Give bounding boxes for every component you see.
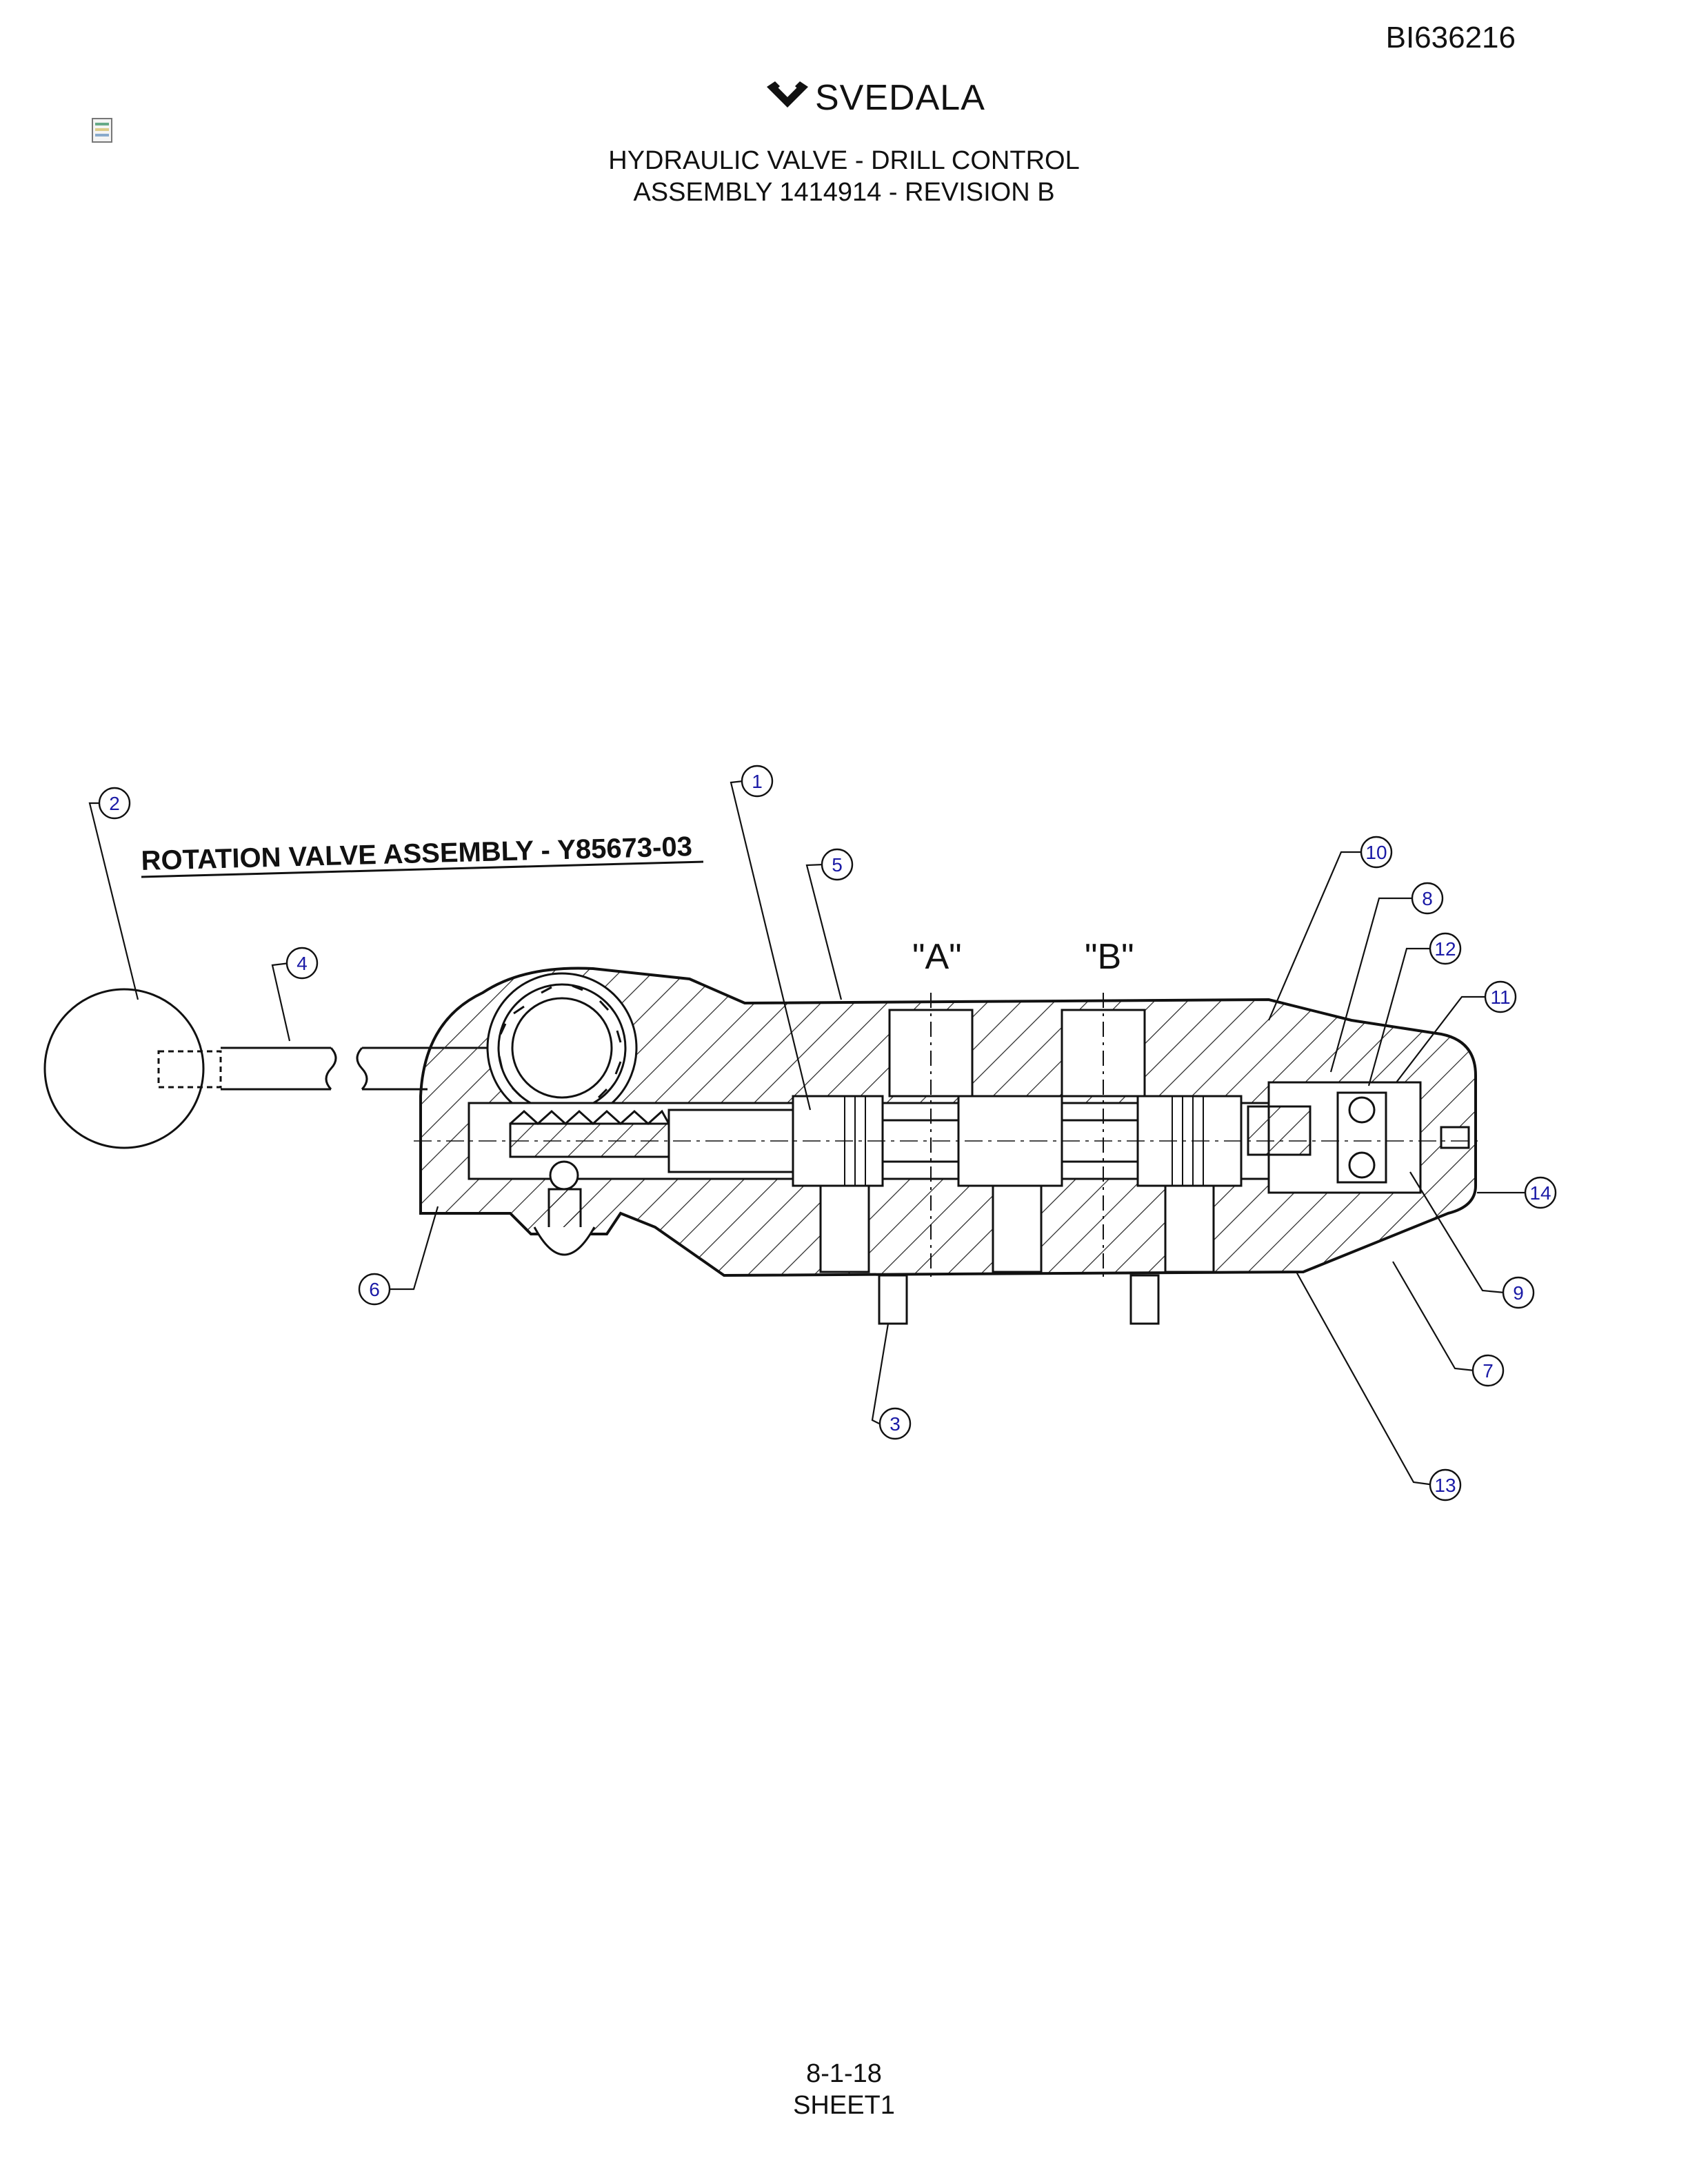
callout-2: 2 bbox=[98, 787, 131, 820]
callout-8: 8 bbox=[1411, 882, 1444, 915]
rack bbox=[509, 1122, 670, 1158]
title-line-1: HYDRAULIC VALVE - DRILL CONTROL bbox=[608, 146, 1080, 175]
callout-9: 9 bbox=[1502, 1276, 1535, 1309]
callout-12: 12 bbox=[1429, 932, 1462, 965]
svg-text:3: 3 bbox=[890, 1413, 901, 1435]
callout-14: 14 bbox=[1524, 1176, 1557, 1209]
callout-7: 7 bbox=[1471, 1354, 1505, 1387]
callout-10: 10 bbox=[1360, 836, 1393, 869]
port-a-label: "A" bbox=[912, 937, 962, 977]
document-title: HYDRAULIC VALVE - DRILL CONTROL ASSEMBLY… bbox=[0, 145, 1688, 208]
callout-1: 1 bbox=[741, 765, 774, 798]
mounting-stud-right bbox=[1129, 1274, 1160, 1325]
detent-ball bbox=[549, 1160, 579, 1191]
svg-text:12: 12 bbox=[1434, 938, 1456, 960]
handle-rod bbox=[221, 1046, 496, 1091]
handle-knob bbox=[43, 988, 205, 1149]
title-line-2: ASSEMBLY 1414914 - REVISION B bbox=[633, 178, 1055, 207]
leader-lines bbox=[88, 780, 1527, 1486]
port-b-label: "B" bbox=[1085, 937, 1134, 977]
assembly-heading-underline bbox=[141, 860, 704, 878]
callout-6: 6 bbox=[358, 1273, 391, 1306]
lower-passages bbox=[819, 1184, 1215, 1273]
svg-text:9: 9 bbox=[1513, 1282, 1524, 1304]
svg-text:5: 5 bbox=[832, 854, 843, 876]
callout-3: 3 bbox=[878, 1407, 912, 1440]
callout-4: 4 bbox=[285, 947, 319, 980]
end-port bbox=[1440, 1126, 1470, 1149]
svg-text:7: 7 bbox=[1483, 1360, 1494, 1382]
check-ball-upper bbox=[1348, 1096, 1376, 1124]
callout-13: 13 bbox=[1429, 1468, 1462, 1502]
page-footer: 8-1-18 SHEET1 bbox=[0, 2058, 1688, 2121]
mounting-stud-left bbox=[878, 1274, 908, 1325]
svg-text:13: 13 bbox=[1434, 1475, 1456, 1496]
callout-5: 5 bbox=[821, 848, 854, 881]
rack-teeth bbox=[509, 1109, 670, 1126]
callout-11: 11 bbox=[1484, 980, 1517, 1013]
svg-text:1: 1 bbox=[752, 771, 763, 792]
valve-cross-section-diagram: ROTATION VALVE ASSEMBLY - Y85673-03 bbox=[43, 765, 1557, 1502]
svg-text:4: 4 bbox=[297, 953, 308, 974]
svg-text:14: 14 bbox=[1529, 1182, 1551, 1204]
detent-plug bbox=[547, 1188, 582, 1232]
knob-bore bbox=[157, 1050, 222, 1089]
svg-text:10: 10 bbox=[1365, 842, 1387, 863]
svg-text:2: 2 bbox=[109, 793, 120, 814]
svg-text:6: 6 bbox=[369, 1279, 380, 1300]
svedala-logo-icon bbox=[767, 81, 808, 108]
page-number: 8-1-18 bbox=[806, 2059, 882, 2088]
document-icon[interactable] bbox=[91, 117, 114, 143]
document-id: BI636216 bbox=[1385, 21, 1516, 54]
svg-text:8: 8 bbox=[1422, 888, 1433, 909]
sheet-label: SHEET1 bbox=[793, 2091, 895, 2120]
pinion-gear-bore bbox=[486, 972, 638, 1124]
detent-cap bbox=[533, 1226, 596, 1256]
end-cap-plug bbox=[1247, 1105, 1312, 1156]
check-ball-lower bbox=[1348, 1151, 1376, 1179]
svg-text:11: 11 bbox=[1490, 987, 1510, 1008]
logo-text: SVEDALA bbox=[815, 78, 985, 118]
svedala-logo: SVEDALA bbox=[765, 74, 986, 119]
